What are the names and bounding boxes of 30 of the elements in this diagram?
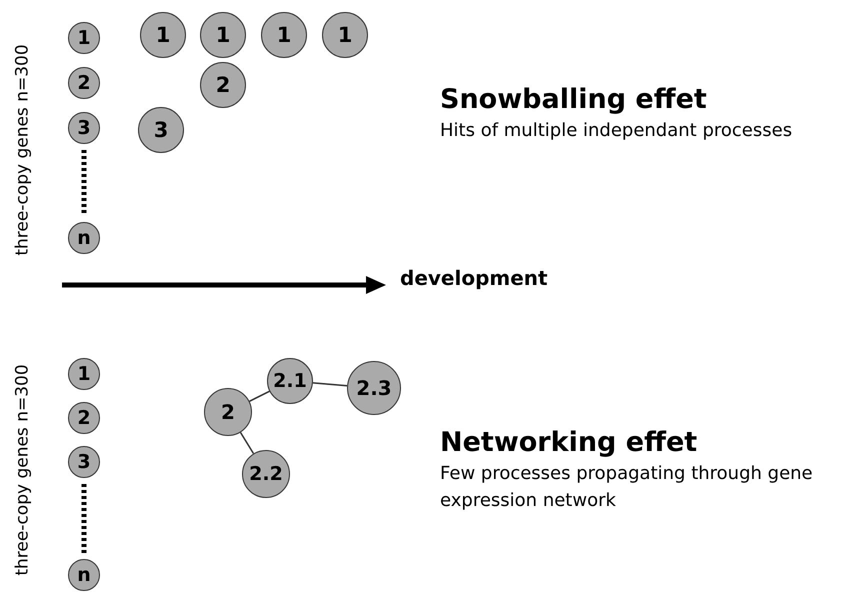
- gene-circle: 3: [68, 112, 100, 144]
- gene-circle: 3: [68, 446, 100, 478]
- axis-label: three-copy genes n=300: [12, 364, 32, 576]
- gene-circle: 1: [200, 12, 246, 58]
- gene-circle: 2.1: [267, 358, 313, 404]
- description: Hits of multiple independant processes: [440, 119, 794, 143]
- gene-circle: 1: [68, 358, 100, 390]
- connector-line: [240, 432, 254, 454]
- gene-circle: 1: [261, 12, 307, 58]
- heading: Networking effet: [440, 426, 698, 460]
- axis-label: development: [400, 265, 549, 292]
- connector-line: [249, 390, 270, 402]
- description: Few processes propagating through gene expression network: [440, 462, 814, 513]
- gene-circle: 2: [68, 67, 100, 99]
- axis-label: three-copy genes n=300: [12, 44, 32, 256]
- gene-circle: n: [68, 222, 100, 254]
- gene-circle: 2.2: [242, 450, 290, 498]
- connector-line: [312, 382, 348, 386]
- gene-circle: n: [68, 559, 100, 591]
- gene-circle: 1: [68, 22, 100, 54]
- gene-circle: 1: [322, 12, 368, 58]
- heading: Snowballing effet: [440, 83, 708, 117]
- dotted-line: [82, 484, 86, 553]
- gene-circle: 1: [140, 12, 186, 58]
- gene-circle: 2: [200, 62, 246, 108]
- gene-circle: 2: [204, 388, 252, 436]
- gene-circle: 3: [138, 107, 184, 153]
- gene-circle: 2: [68, 402, 100, 434]
- dotted-line: [82, 150, 86, 216]
- gene-circle: 2.3: [347, 361, 401, 415]
